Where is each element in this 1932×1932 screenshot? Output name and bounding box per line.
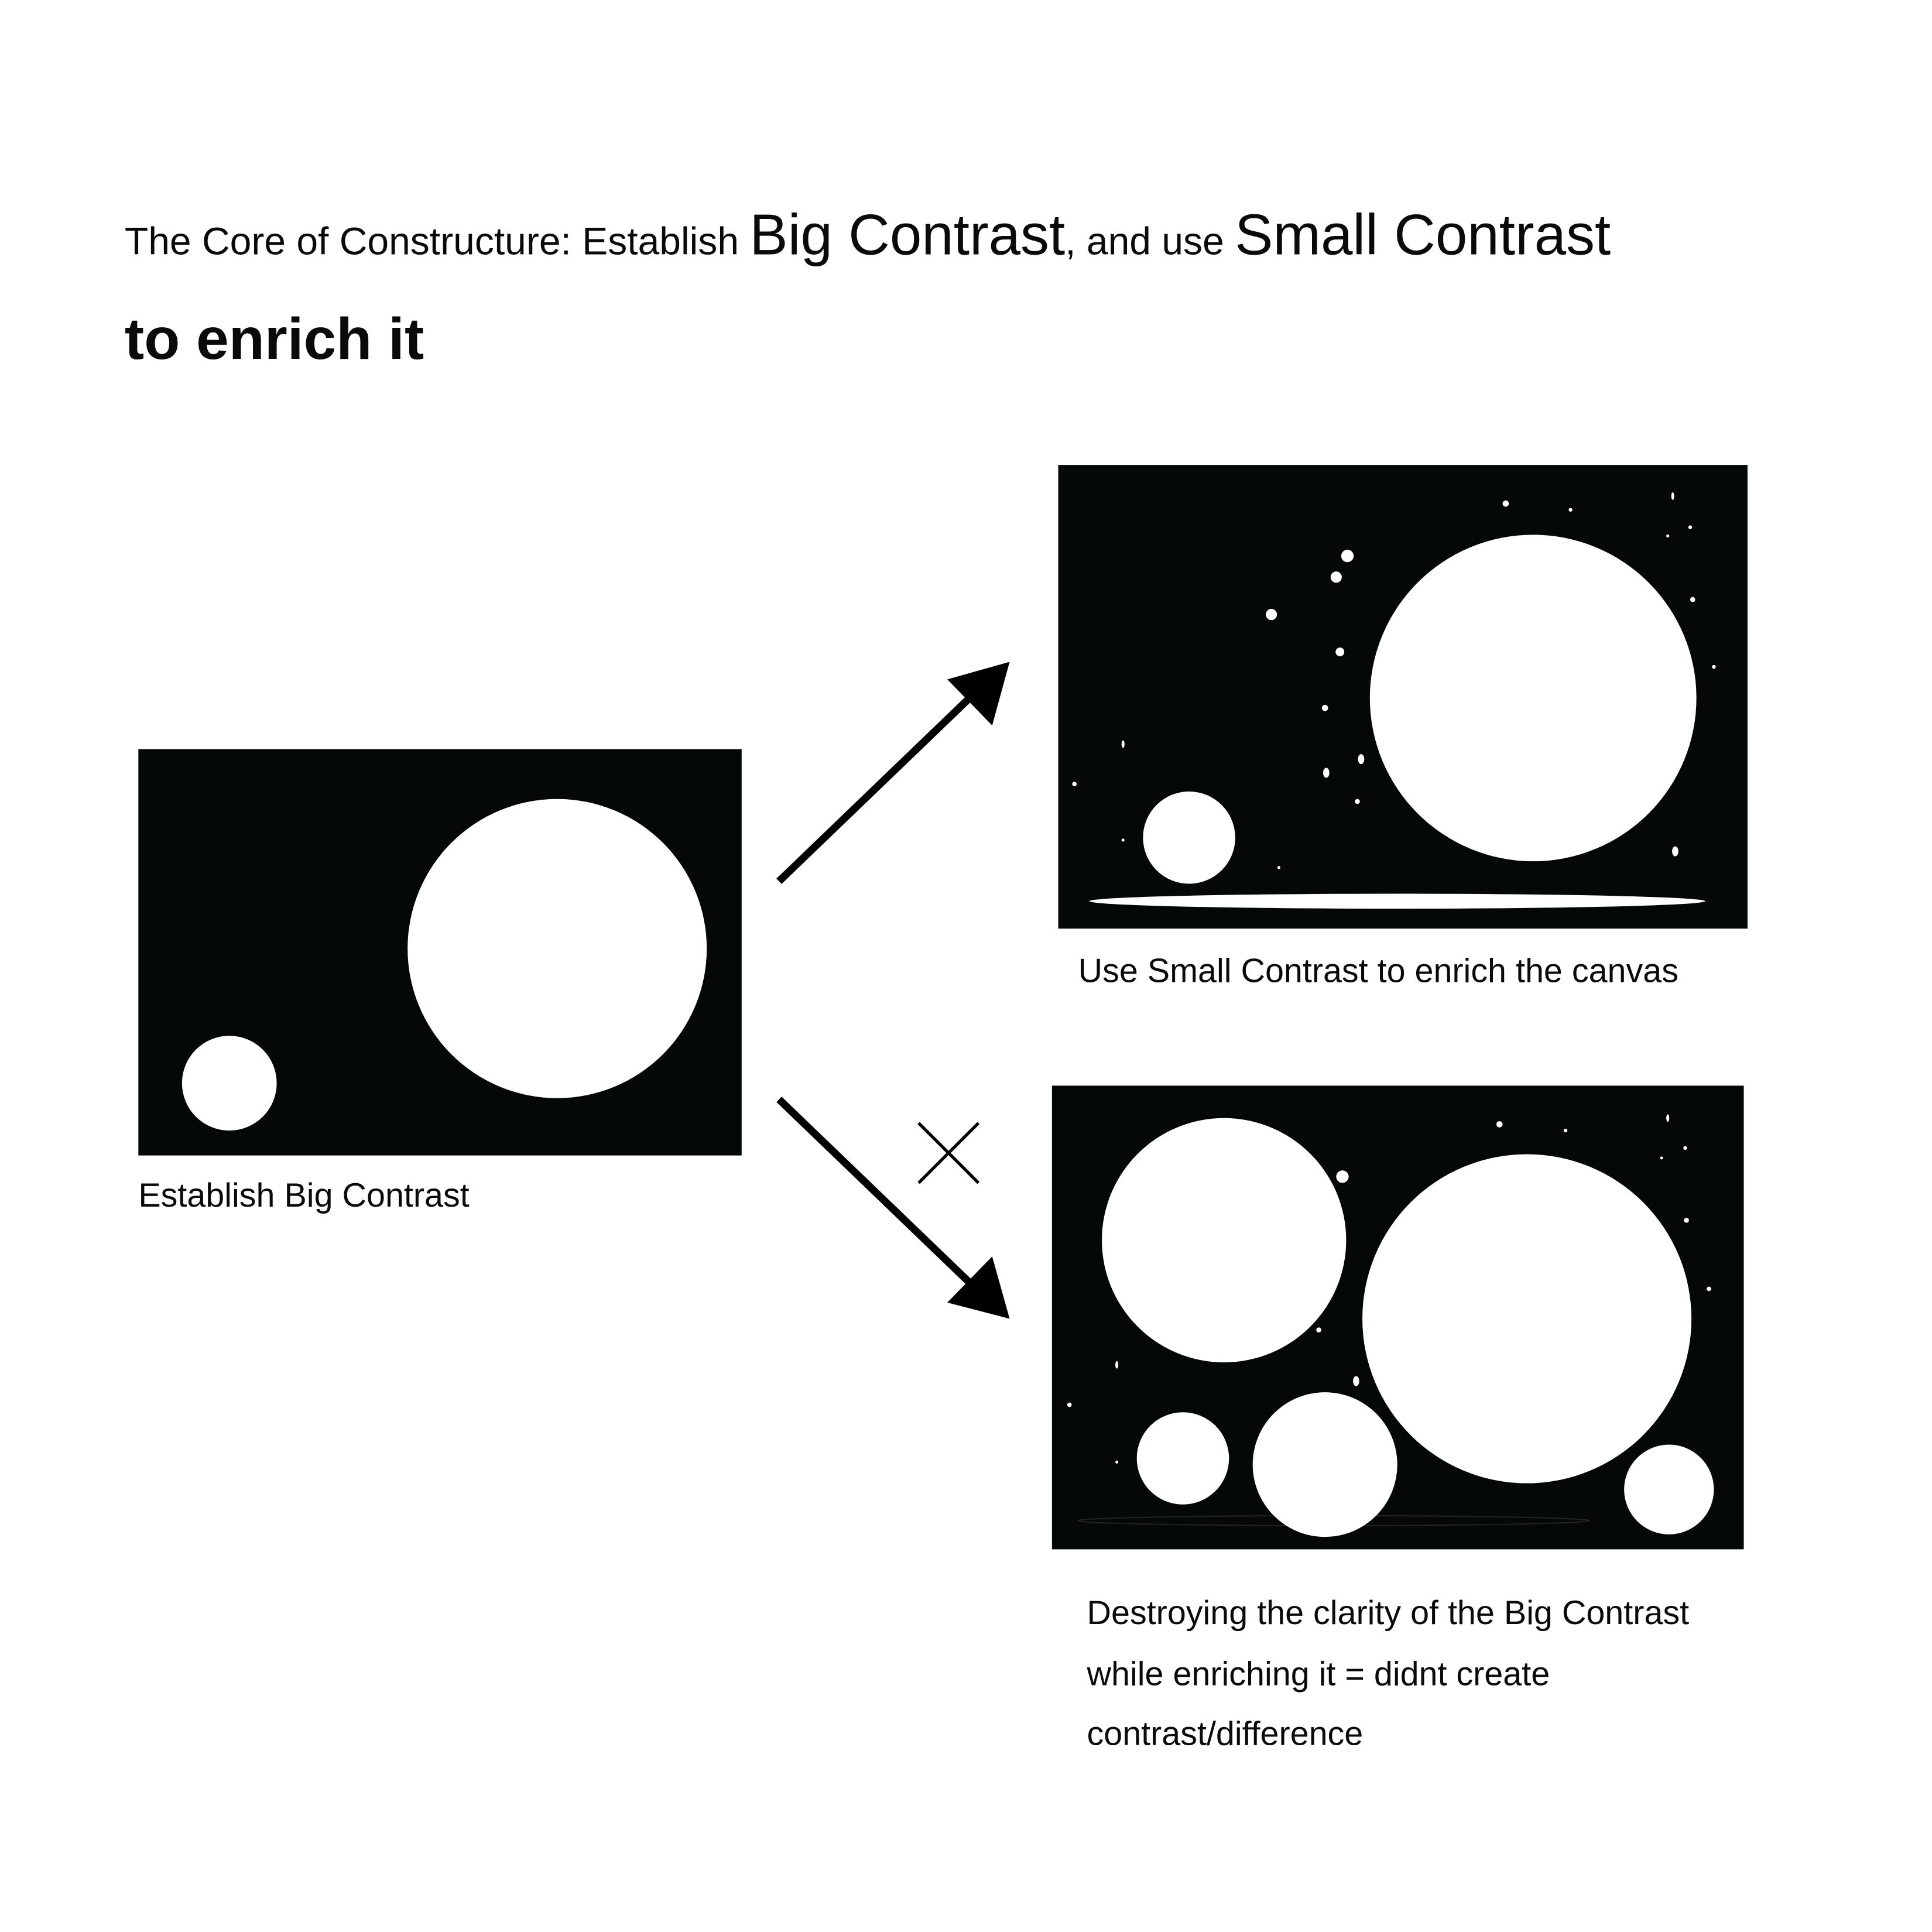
small-circle [1136,1412,1229,1505]
small-circle [1143,791,1235,884]
flat-ellipse [1089,893,1705,909]
caption-top-right: Use Small Contrast to enrich the canvas [1078,953,1678,990]
star-dots [1067,1114,1711,1464]
arrow-down-right-icon [776,1097,1010,1319]
panel-small-contrast-enriched [1058,465,1748,929]
star-dots [1072,492,1716,869]
caption-bottom-right-line-3: contrast/difference [1087,1715,1364,1753]
big-circle [407,799,707,1098]
arrow-up-right-icon [776,662,1010,884]
small-circle [1624,1444,1714,1534]
title-small-contrast: Small Contrast [1235,202,1611,266]
big-circle [1369,535,1697,862]
panel-establish-big-contrast [138,749,742,1156]
caption-left: Establish Big Contrast [138,1177,469,1214]
caption-bottom-right-line-2: while enriching it = didnt create [1087,1655,1550,1693]
big-circle [1362,1154,1692,1484]
small-circle [181,1036,277,1131]
title-part-3: , and use [1065,219,1235,262]
small-circle [1252,1392,1397,1537]
page-title-line-2: to enrich it [125,306,424,372]
panel-destroyed-clarity [1051,1085,1744,1550]
title-part-1: The Core of Constructure: Establish [125,219,749,262]
medium-circle [1102,1118,1347,1363]
caption-bottom-right-line-1: Destroying the clarity of the Big Contra… [1087,1594,1690,1632]
title-big-contrast: Big Contrast [749,202,1065,266]
page-title: The Core of Constructure: Establish Big … [125,202,1611,266]
cross-mark-icon [917,1122,980,1184]
